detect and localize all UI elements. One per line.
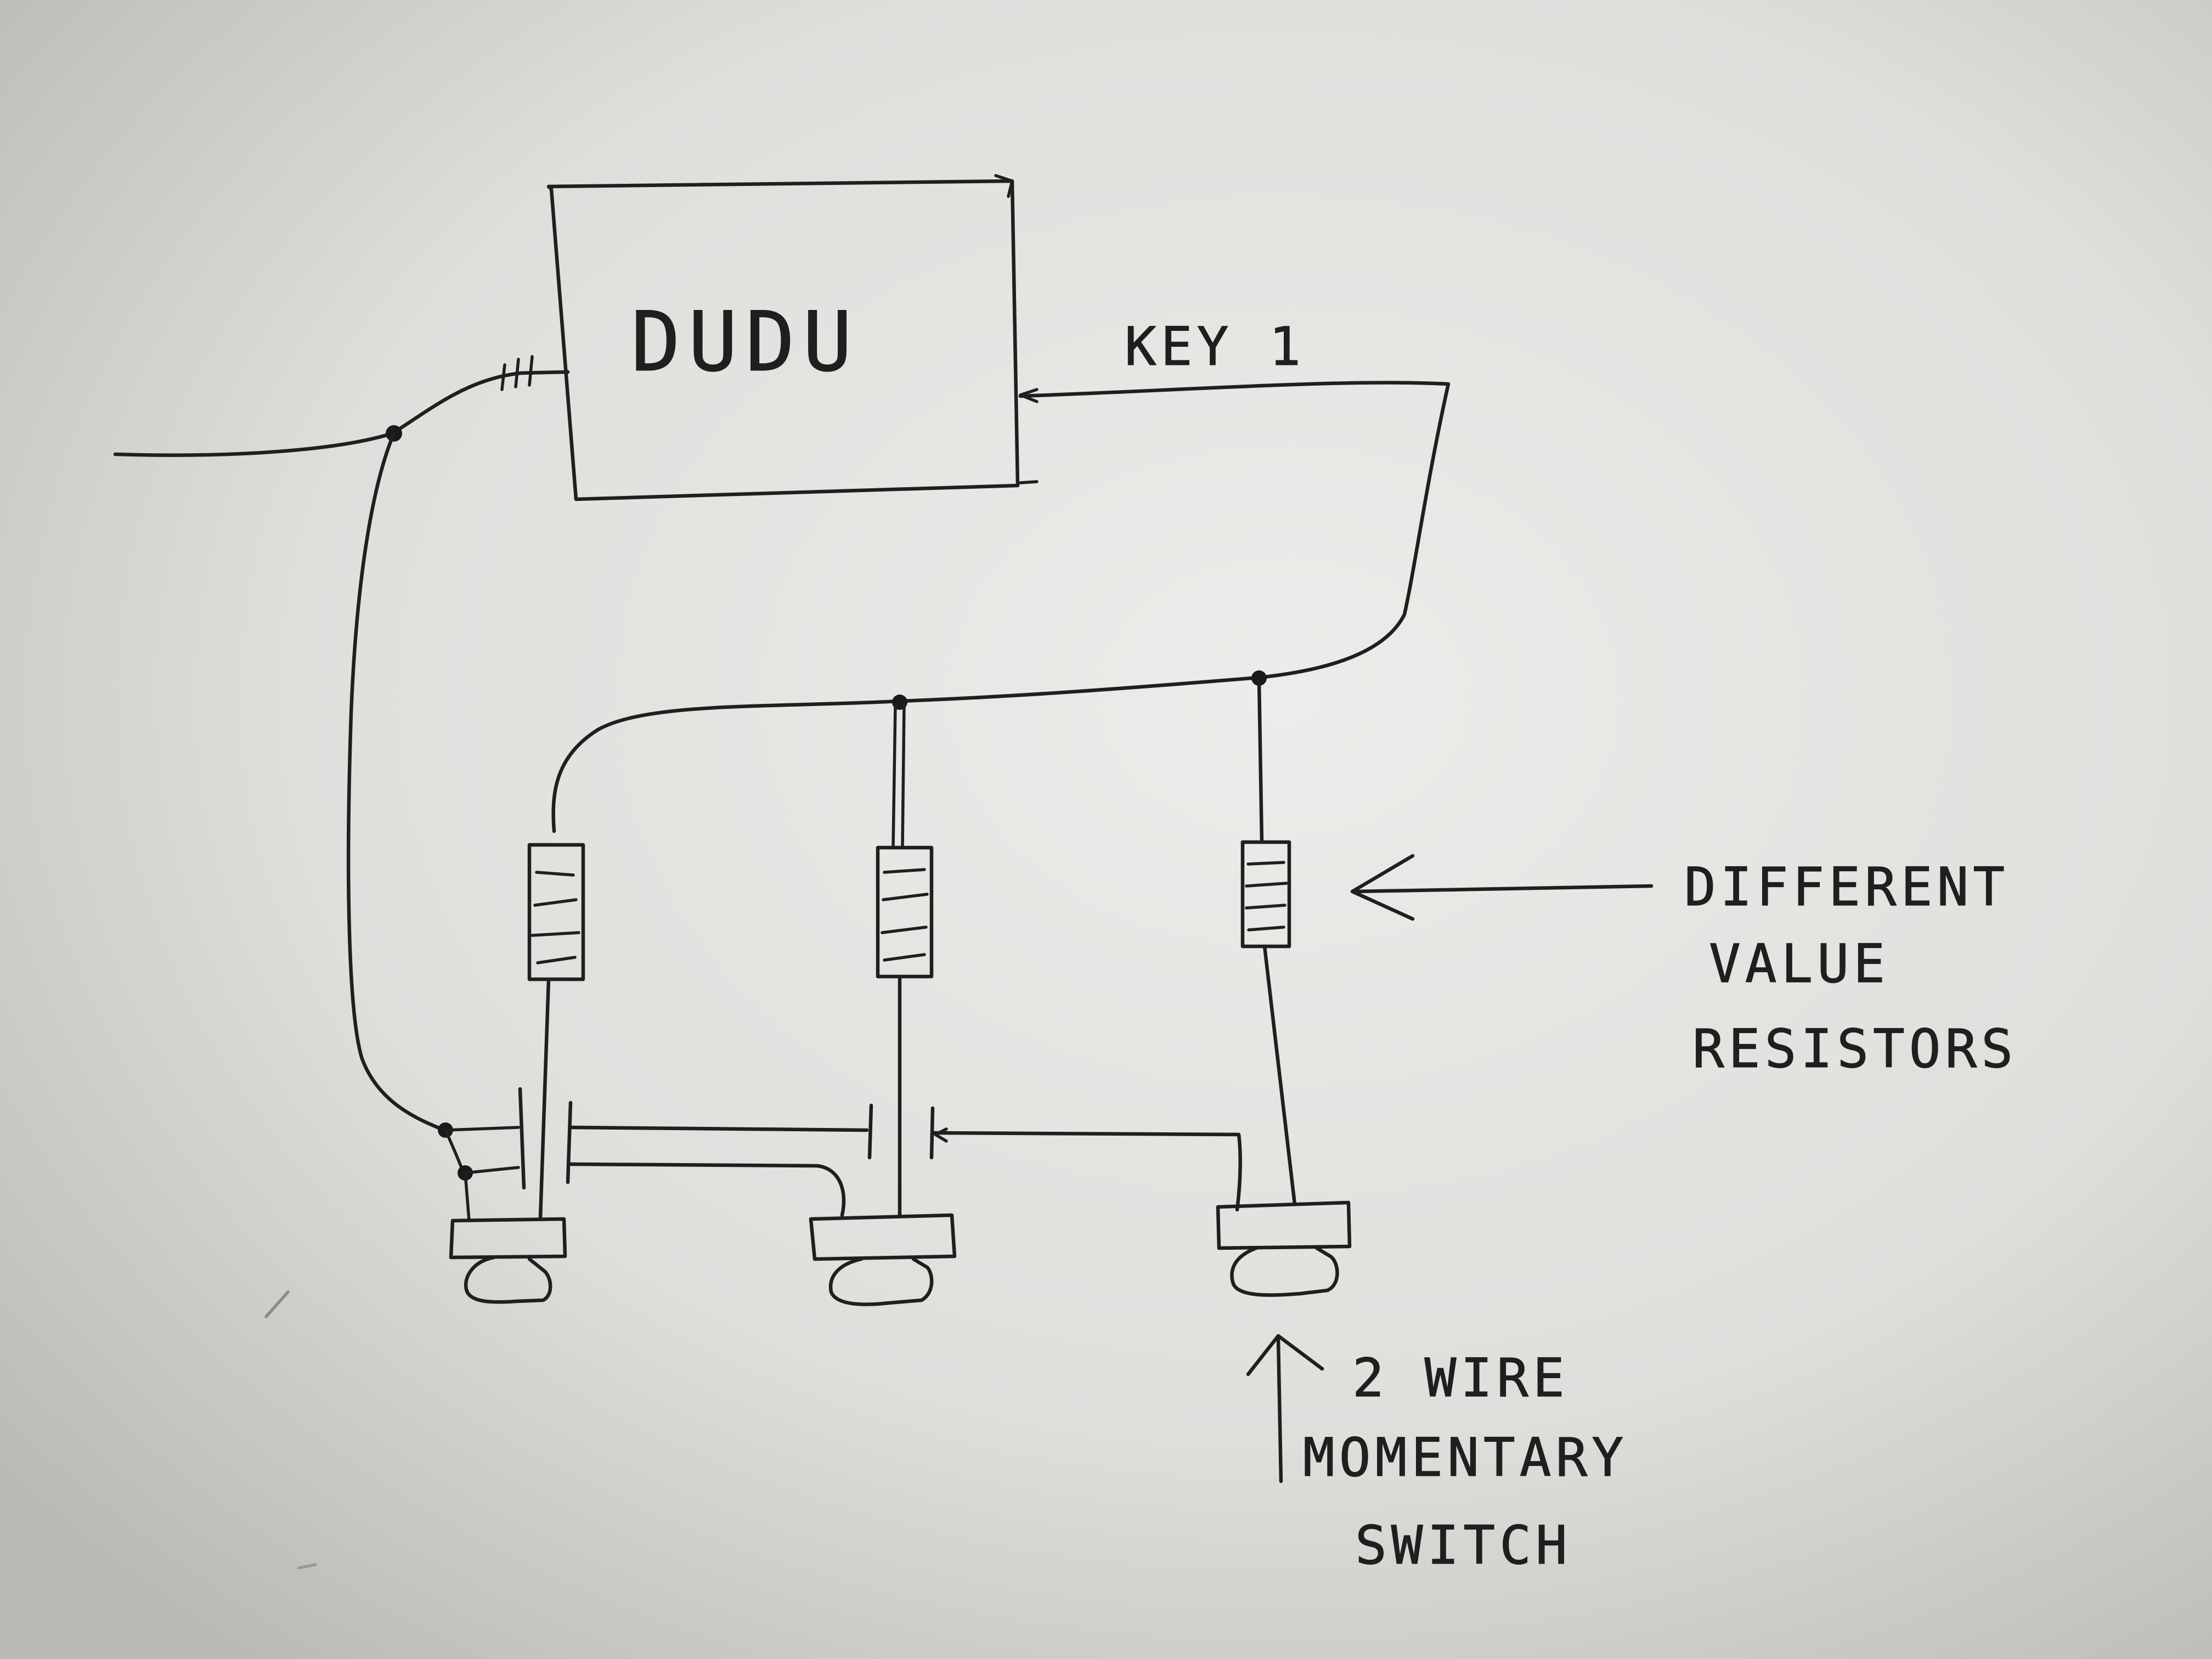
controller-label: DUDU bbox=[631, 295, 860, 390]
switch-note-line-3: SWITCH bbox=[1355, 1515, 1572, 1576]
resistor-note-line-2: VALUE bbox=[1709, 933, 1889, 995]
key1-wire: KEY 1 bbox=[551, 315, 1451, 833]
return-wire bbox=[346, 431, 520, 1222]
resistor-note-line-3: RESISTORS bbox=[1692, 1018, 2017, 1080]
junction-dot-right bbox=[1251, 670, 1267, 686]
switch-note-line-1: 2 WIRE bbox=[1352, 1347, 1569, 1409]
resistor-annotation: DIFFERENT VALUE RESISTORS bbox=[1350, 854, 2017, 1080]
resistor-left bbox=[527, 843, 585, 981]
wire-label: KEY 1 bbox=[1125, 316, 1305, 377]
momentary-switch-middle bbox=[809, 1213, 957, 1306]
resistor-leads bbox=[538, 944, 1297, 1220]
resistor-drops bbox=[891, 678, 1264, 849]
paper-specks bbox=[264, 1290, 317, 1570]
momentary-switch-right bbox=[1216, 1200, 1352, 1297]
dudu-controller-box: DUDU bbox=[546, 174, 1039, 501]
resistor-note-line-1: DIFFERENT bbox=[1684, 856, 2009, 918]
switch-contacts bbox=[518, 1087, 1242, 1217]
switch-note-line-2: MOMENTARY bbox=[1303, 1427, 1628, 1488]
momentary-switch-left bbox=[449, 1217, 567, 1304]
resistor-middle bbox=[876, 845, 934, 979]
input-wire bbox=[113, 355, 570, 457]
switch-annotation: 2 WIRE MOMENTARY SWITCH bbox=[1246, 1334, 1628, 1577]
